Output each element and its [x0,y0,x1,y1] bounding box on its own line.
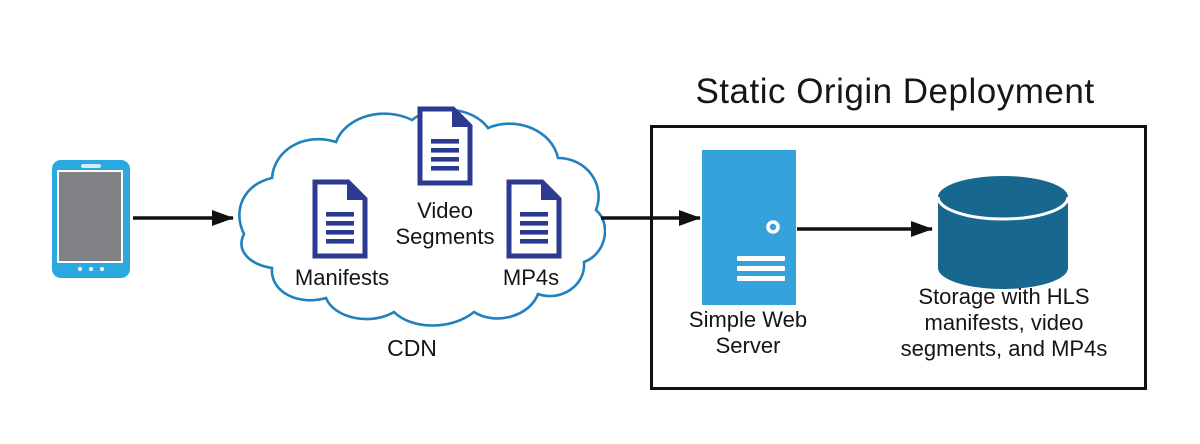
phone-screen [57,170,123,263]
phone-speaker [81,164,101,168]
phone-button-dot [100,267,104,271]
origin-deployment-box [650,125,1147,390]
web-server-icon [702,150,796,305]
video-segments-label: Video Segments [395,198,495,249]
manifests-document-icon [312,179,368,259]
cdn-cloud-icon [238,108,606,327]
mp4s-document-icon [506,179,562,259]
video-segments-document-icon [417,106,473,186]
phone-button-dot [89,267,93,271]
storage-label: Storage with HLS manifests, video segmen… [900,284,1108,361]
diagram-title: Static Origin Deployment [695,72,1095,111]
mp4s-label: MP4s [502,265,560,290]
manifests-label: Manifests [294,265,390,290]
cdn-label: CDN [387,335,437,361]
server-power-light [766,220,780,234]
storage-cylinder-icon [936,176,1070,289]
phone-button-dot [78,267,82,271]
mobile-device-icon [52,160,130,278]
simple-web-server-label: Simple Web Server [688,307,808,358]
